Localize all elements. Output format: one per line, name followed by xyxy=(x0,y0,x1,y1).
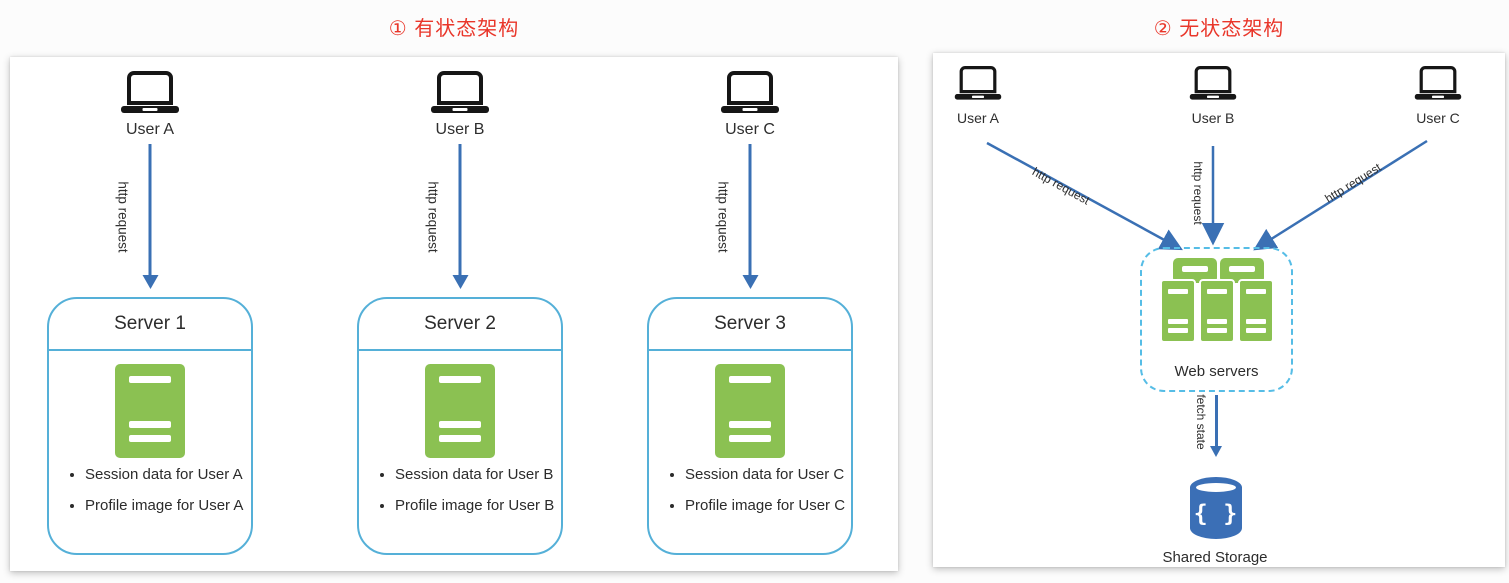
server-box: Server 1 Session data for User A Profile… xyxy=(47,297,253,555)
arrow-down-icon xyxy=(148,144,152,276)
user-label: User B xyxy=(435,121,485,138)
http-request-arrow: http request xyxy=(647,142,853,292)
laptop-icon xyxy=(431,71,489,113)
stateful-architecture-panel: User A http request Server 1 Session dat… xyxy=(10,57,898,571)
server-box: Server 3 Session data for User C Profile… xyxy=(647,297,853,555)
laptop-icon xyxy=(1414,66,1462,100)
server-state-list: Session data for User B Profile image fo… xyxy=(395,466,561,514)
fetch-state-label: fetch state xyxy=(1194,394,1208,450)
server-title: Server 1 xyxy=(49,299,251,351)
request-arrows xyxy=(986,139,1428,251)
braces-glyph: { } xyxy=(1193,501,1239,527)
user-label: User A xyxy=(956,110,999,126)
list-item: Profile image for User C xyxy=(685,497,851,514)
laptop-icon xyxy=(1189,66,1237,100)
laptop-icon xyxy=(121,71,179,113)
web-servers-cluster: Web servers xyxy=(1140,247,1293,392)
stateful-column-user-b: User B http request Server 2 Session dat… xyxy=(357,57,563,555)
arrow-label: http request xyxy=(115,181,131,253)
web-servers-label: Web servers xyxy=(1174,363,1259,380)
server-box: Server 2 Session data for User B Profile… xyxy=(357,297,563,555)
list-item: Session data for User C xyxy=(685,466,851,483)
list-item: Profile image for User B xyxy=(395,497,561,514)
server-state-list: Session data for User C Profile image fo… xyxy=(685,466,851,514)
server-icon xyxy=(1237,279,1274,343)
server-title: Server 2 xyxy=(359,299,561,351)
shared-storage-label: Shared Storage xyxy=(1162,549,1268,566)
server-icon xyxy=(715,364,785,458)
list-item: Profile image for User A xyxy=(85,497,251,514)
server-cluster-icon xyxy=(1158,258,1276,344)
arrow-down-icon xyxy=(748,144,752,276)
arrow-label: http request xyxy=(1191,161,1205,225)
server-icon xyxy=(1159,279,1196,343)
http-request-arrow: http request xyxy=(47,142,253,292)
server-icon xyxy=(425,364,495,458)
arrow-user-c xyxy=(1253,139,1428,251)
stateful-column-user-a: User A http request Server 1 Session dat… xyxy=(47,57,253,555)
user-label: User C xyxy=(1416,110,1460,126)
arrow-user-a xyxy=(986,141,1183,251)
user-label: User A xyxy=(125,121,174,138)
fetch-state-arrow xyxy=(1215,395,1218,447)
http-request-arrow: http request xyxy=(357,142,563,292)
server-title: Server 3 xyxy=(649,299,851,351)
arrow-label: http request xyxy=(715,181,731,253)
laptop-icon xyxy=(721,71,779,113)
server-state-list: Session data for User A Profile image fo… xyxy=(85,466,251,514)
list-item: Session data for User B xyxy=(395,466,561,483)
shared-storage-icon: { } xyxy=(1187,477,1245,545)
user-label: User C xyxy=(725,121,775,138)
server-icon xyxy=(1198,279,1235,343)
stateless-architecture-title: ② 无状态架构 xyxy=(1153,18,1285,40)
stateful-architecture-title: ① 有状态架构 xyxy=(388,18,520,40)
laptop-icon xyxy=(954,66,1002,100)
server-icon xyxy=(115,364,185,458)
stateless-user-c: User C xyxy=(1393,66,1483,126)
list-item: Session data for User A xyxy=(85,466,251,483)
stateless-user-a: User A xyxy=(933,66,1023,126)
arrow-label: http request xyxy=(425,181,441,253)
stateful-column-user-c: User C http request Server 3 Session dat… xyxy=(647,57,853,555)
arrow-down-icon xyxy=(458,144,462,276)
stateless-architecture-panel: User A User B User C http request http r… xyxy=(933,53,1505,567)
stateless-user-b: User B xyxy=(1168,66,1258,126)
user-label: User B xyxy=(1191,110,1235,126)
